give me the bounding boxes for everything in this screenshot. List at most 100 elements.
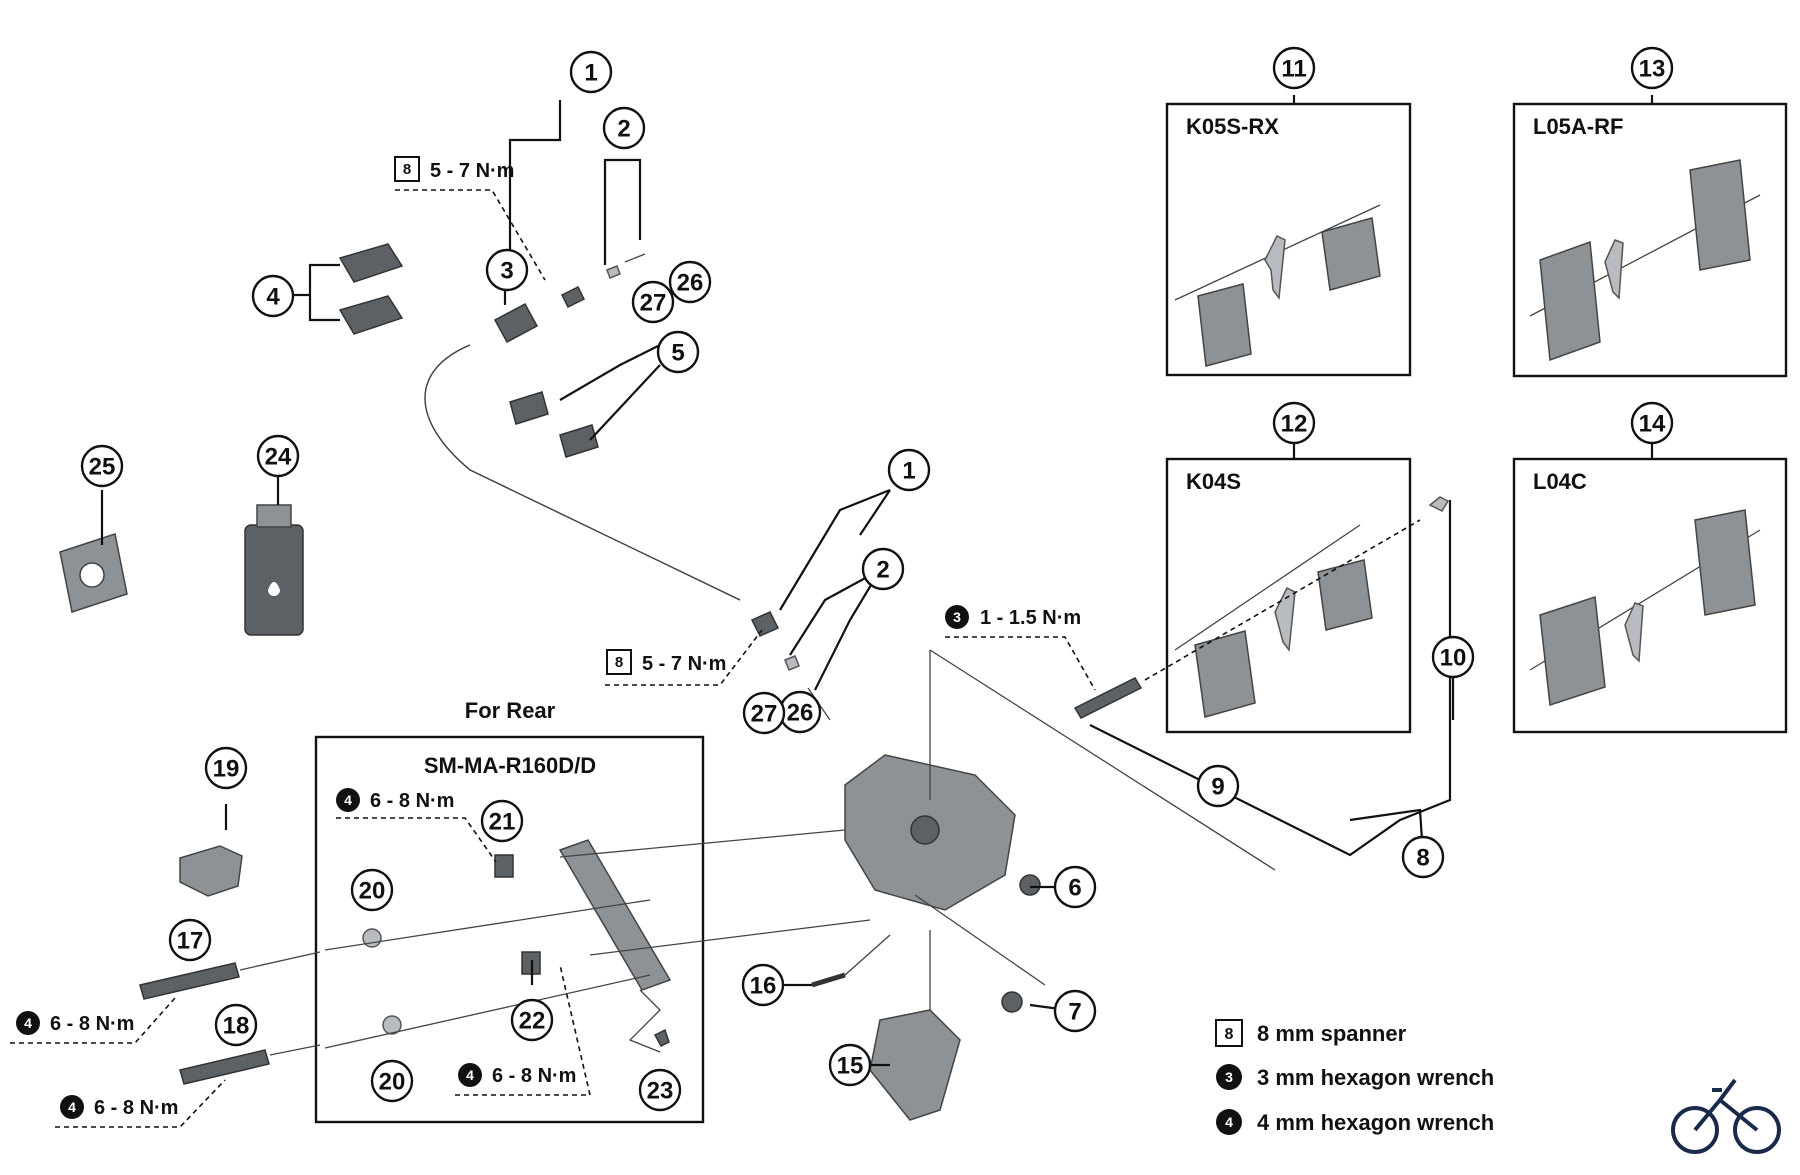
callout-4: 4 xyxy=(251,274,295,318)
callout-number: 27 xyxy=(751,701,778,728)
legend-hex4: 4 4 mm hexagon wrench xyxy=(1216,1109,1494,1135)
legend-text: 8 mm spanner xyxy=(1257,1021,1407,1046)
hose-cover-part xyxy=(338,295,404,335)
brake-hose xyxy=(424,344,741,601)
mineral-oil-bottle-part xyxy=(244,524,304,636)
callout-number: 25 xyxy=(89,454,116,481)
pad-box-l05a-rf: L05A-RF xyxy=(1512,102,1788,378)
mounting-bolt-part xyxy=(139,962,240,1000)
finned-pad-part xyxy=(1694,509,1756,616)
bleed-nipple-cap-part xyxy=(1019,874,1041,896)
insert-part xyxy=(509,391,549,425)
hex-wrench-icon xyxy=(1216,1064,1242,1090)
callout-2: 2 xyxy=(602,106,646,150)
callout-19: 19 xyxy=(204,746,248,790)
pin-part xyxy=(811,972,846,988)
callout-12: 12 xyxy=(1272,401,1316,445)
callout-number: 17 xyxy=(177,928,204,955)
callout-5: 5 xyxy=(656,330,700,374)
svg-text:4: 4 xyxy=(24,1015,32,1031)
adapter-bolt-part xyxy=(494,854,514,878)
hose-cover-part xyxy=(493,302,539,344)
callout-3: 3 xyxy=(485,248,529,292)
callout-number: 23 xyxy=(647,1078,674,1105)
hose-cover-part xyxy=(338,243,404,283)
callout-24: 24 xyxy=(256,434,300,478)
callout-number: 2 xyxy=(876,557,889,584)
callout-17: 17 xyxy=(168,918,212,962)
torque-hex4-bolt18: 4 6 - 8 N·m xyxy=(60,1095,178,1119)
svg-text:4: 4 xyxy=(1225,1114,1233,1130)
callout-number: 13 xyxy=(1639,56,1666,83)
svg-text:3: 3 xyxy=(1225,1069,1233,1085)
callout-number: 12 xyxy=(1281,411,1308,438)
torque-hex4-bolt17: 4 6 - 8 N·m xyxy=(16,1011,134,1035)
callout-18: 18 xyxy=(214,1003,258,1047)
callout-number: 26 xyxy=(677,270,704,297)
pad-box-l04c: L04C xyxy=(1512,457,1788,734)
spanner-icon xyxy=(1215,1019,1243,1047)
bracket-part xyxy=(179,845,243,897)
torque-hex3: 3 1 - 1.5 N·m xyxy=(945,605,1081,629)
callout-number: 1 xyxy=(584,60,597,87)
legend-text: 4 mm hexagon wrench xyxy=(1257,1110,1494,1135)
snap-ring-part xyxy=(1428,496,1450,512)
tool-legend: 8 8 mm spanner 3 3 mm hexagon wrench 4 4… xyxy=(1215,1019,1494,1135)
svg-text:4: 4 xyxy=(466,1067,474,1083)
pad-box-title: K04S xyxy=(1186,469,1241,494)
olive-part xyxy=(606,265,621,279)
callout-21: 21 xyxy=(480,799,524,843)
callout-number: 19 xyxy=(213,756,240,783)
callout-number: 10 xyxy=(1440,645,1467,672)
connecting-bolt-part xyxy=(750,611,780,637)
callout-number: 20 xyxy=(359,878,386,905)
hex-wrench-icon xyxy=(1216,1109,1242,1135)
callout-number: 11 xyxy=(1281,56,1306,83)
callout-23: 23 xyxy=(638,1068,682,1112)
pad-box-k04s: K04S xyxy=(1165,457,1412,734)
callout-9: 9 xyxy=(1196,764,1240,808)
svg-text:3: 3 xyxy=(953,609,961,625)
torque-value: 6 - 8 N·m xyxy=(94,1097,178,1119)
torque-value: 5 - 7 N·m xyxy=(430,160,514,182)
pad-box-title: L04C xyxy=(1533,469,1587,494)
svg-text:4: 4 xyxy=(68,1099,76,1115)
callout-13: 13 xyxy=(1630,46,1674,90)
callout-7: 7 xyxy=(1053,989,1097,1033)
rear-heading: For Rear xyxy=(465,698,556,723)
callout-1: 1 xyxy=(569,50,613,94)
connecting-bolt-part xyxy=(560,285,586,309)
callout-1: 1 xyxy=(887,448,931,492)
callout-number: 3 xyxy=(500,258,513,285)
clip-part xyxy=(653,1028,670,1047)
callout-number: 5 xyxy=(671,340,684,367)
svg-text:8: 8 xyxy=(403,161,411,178)
mounting-bolt-part xyxy=(179,1049,270,1085)
callout-number: 16 xyxy=(750,973,777,1000)
callout-number: 9 xyxy=(1211,774,1224,801)
adapter-model: SM-MA-R160D/D xyxy=(424,753,596,778)
callout-27: 27 xyxy=(742,691,786,735)
torque-spanner-mid: 8 5 - 7 N·m xyxy=(606,649,726,675)
callout-16: 16 xyxy=(741,963,785,1007)
bicycle-icon xyxy=(1671,1078,1781,1154)
callout-number: 6 xyxy=(1068,875,1081,902)
olive-part xyxy=(784,655,800,671)
callout-number: 1 xyxy=(902,458,915,485)
callout-number: 7 xyxy=(1068,999,1081,1026)
callout-26: 26 xyxy=(778,690,822,734)
callout-10: 10 xyxy=(1431,635,1475,679)
torque-value: 6 - 8 N·m xyxy=(50,1013,134,1035)
brake-pad-part xyxy=(1317,559,1373,631)
torque-value: 5 - 7 N·m xyxy=(642,653,726,675)
svg-text:8: 8 xyxy=(1225,1026,1234,1043)
torque-hex4-adapter: 4 6 - 8 N·m xyxy=(336,788,454,812)
torque-value: 6 - 8 N·m xyxy=(370,790,454,812)
callout-number: 26 xyxy=(787,700,814,727)
callout-number: 8 xyxy=(1416,845,1429,872)
callout-number: 22 xyxy=(519,1008,546,1035)
pad-box-k05s-rx: K05S-RX xyxy=(1165,102,1412,377)
finned-pad-part xyxy=(1689,159,1751,271)
legend-spanner: 8 8 mm spanner xyxy=(1215,1019,1407,1047)
svg-text:8: 8 xyxy=(615,654,623,671)
